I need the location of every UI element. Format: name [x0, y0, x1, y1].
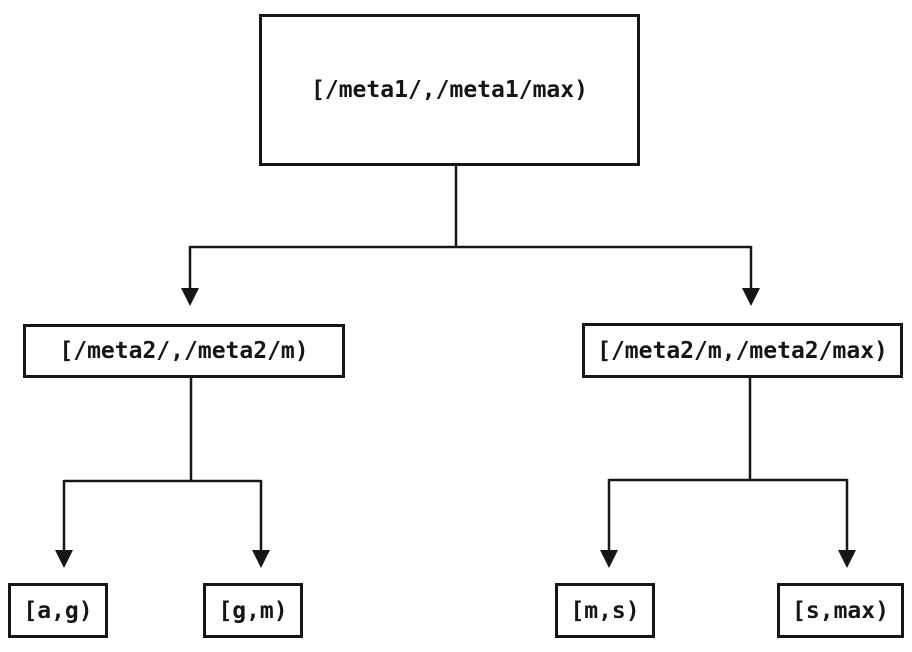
edge-meta2-low-children — [55, 378, 270, 568]
edge-root-children — [181, 165, 760, 306]
node-leaf-s-max: [s,max) — [777, 583, 904, 638]
node-label: [/meta2/,/meta2/m) — [59, 338, 309, 364]
node-label: [g,m) — [218, 597, 288, 624]
node-leaf-a-g: [a,g) — [8, 583, 108, 638]
node-leaf-g-m: [g,m) — [203, 583, 303, 638]
node-meta2-high-range: [/meta2/m,/meta2/max) — [582, 323, 903, 378]
arrow-down-icon — [55, 550, 73, 568]
node-label: [m,s) — [570, 597, 640, 624]
node-label: [/meta2/m,/meta2/max) — [597, 337, 888, 364]
node-label: [/meta1/,/meta1/max) — [311, 77, 588, 103]
node-label: [a,g) — [23, 597, 93, 624]
arrow-down-icon — [252, 550, 270, 568]
arrow-down-icon — [838, 550, 856, 568]
arrow-down-icon — [600, 550, 618, 568]
node-meta2-low-range: [/meta2/,/meta2/m) — [23, 324, 345, 378]
edge-meta2-high-children — [600, 378, 856, 568]
node-leaf-m-s: [m,s) — [555, 583, 655, 638]
arrow-down-icon — [742, 288, 760, 306]
node-meta1-range: [/meta1/,/meta1/max) — [259, 14, 640, 166]
node-label: [s,max) — [792, 597, 889, 624]
arrow-down-icon — [181, 288, 199, 306]
